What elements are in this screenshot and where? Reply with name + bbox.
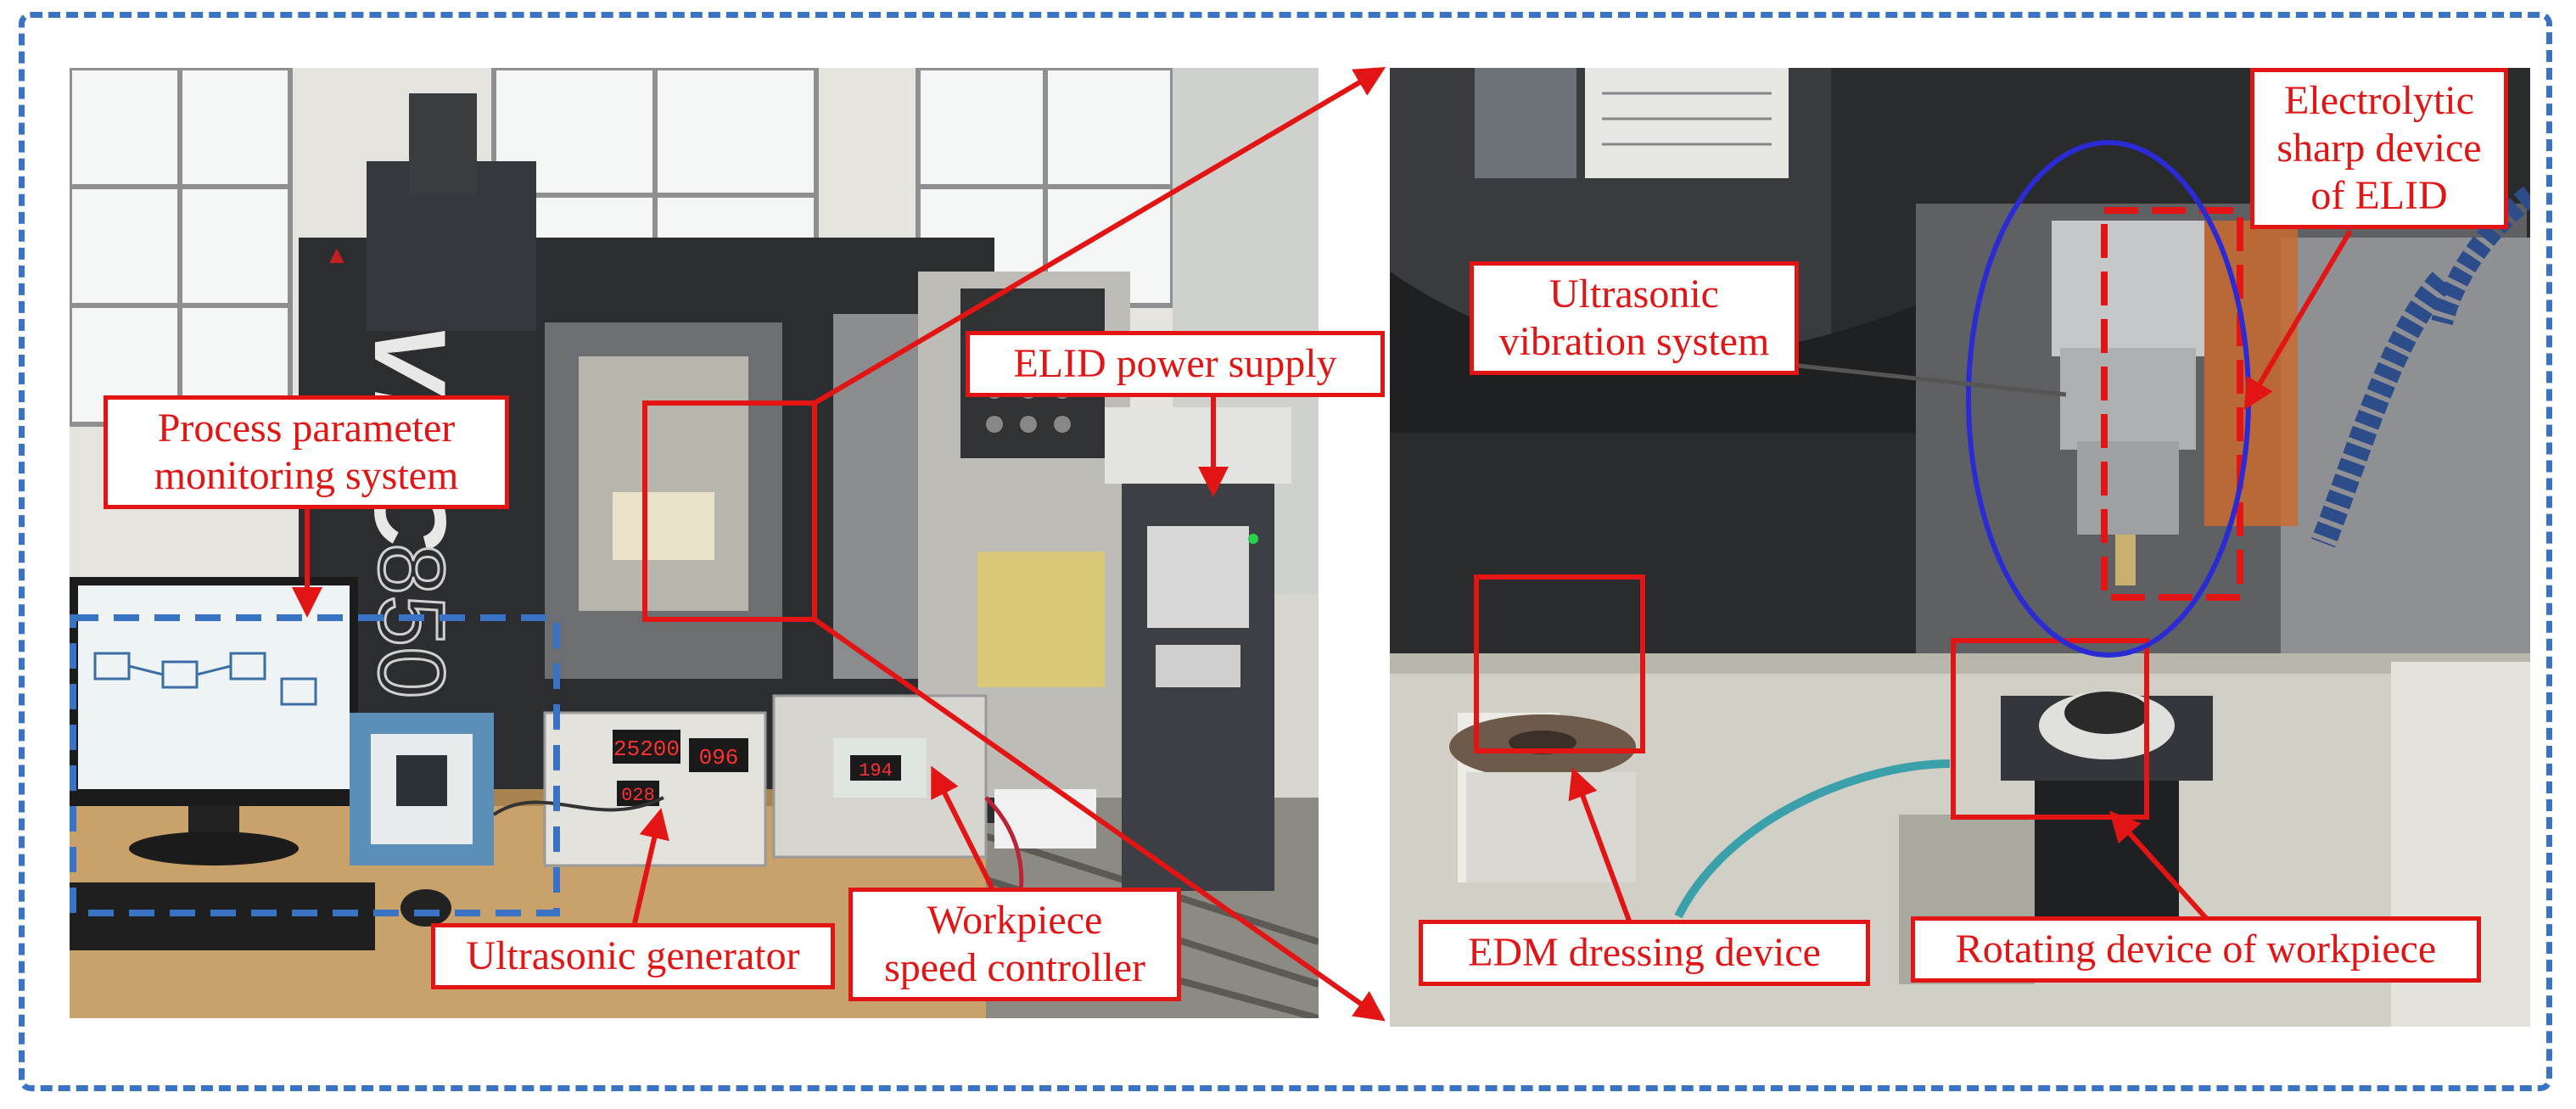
outer-dashed-frame [19, 12, 2552, 1091]
label-rotating-device: Rotating device of workpiece [1911, 916, 2481, 983]
label-line: Electrolytic [2284, 78, 2474, 123]
generator-display: 25200 [613, 737, 680, 762]
window-left [70, 68, 293, 427]
keyboard [70, 882, 375, 950]
label-line: Rotating device of workpiece [1955, 927, 2437, 972]
label-line: speed controller [884, 945, 1145, 990]
label-line: of ELID [2310, 173, 2448, 218]
workshop-photo: ▲ VMC 850 25200 096 028 194 [70, 68, 1319, 1018]
generator-display-2: 096 [699, 745, 739, 770]
workshop-scene: ▲ VMC 850 25200 096 028 194 [70, 68, 1319, 1018]
label-line: Process parameter [157, 406, 456, 451]
warning-plate [1585, 68, 1789, 178]
label-line: EDM dressing device [1468, 930, 1821, 975]
label-workpiece-speed: Workpiece speed controller [848, 888, 1181, 1001]
label-ultrasonic-vibration: Ultrasonic vibration system [1470, 261, 1799, 375]
label-line: monitoring system [154, 453, 459, 498]
label-process-monitor: Process parameter monitoring system [104, 395, 509, 509]
label-ultrasonic-generator: Ultrasonic generator [431, 923, 835, 989]
label-edm-dressing: EDM dressing device [1419, 920, 1870, 986]
machine-logo: ▲ [324, 241, 350, 269]
water-hose [1674, 759, 1951, 919]
speed-display: 194 [859, 760, 893, 781]
label-line: Ultrasonic [1549, 272, 1719, 316]
ultrasonic-spindle [2052, 221, 2204, 356]
label-line: Ultrasonic generator [466, 933, 800, 978]
label-line: sharp device [2276, 126, 2482, 171]
label-line: vibration system [1498, 319, 1770, 364]
label-elid-power: ELID power supply [966, 331, 1385, 397]
label-line: Workpiece [927, 898, 1103, 943]
coolant-hose [2310, 272, 2452, 548]
label-electrolytic-sharp: Electrolytic sharp device of ELID [2250, 68, 2508, 229]
electrolytic-electrode [2204, 221, 2298, 526]
label-line: ELID power supply [1013, 341, 1337, 386]
machine-model: 850 [359, 543, 463, 699]
